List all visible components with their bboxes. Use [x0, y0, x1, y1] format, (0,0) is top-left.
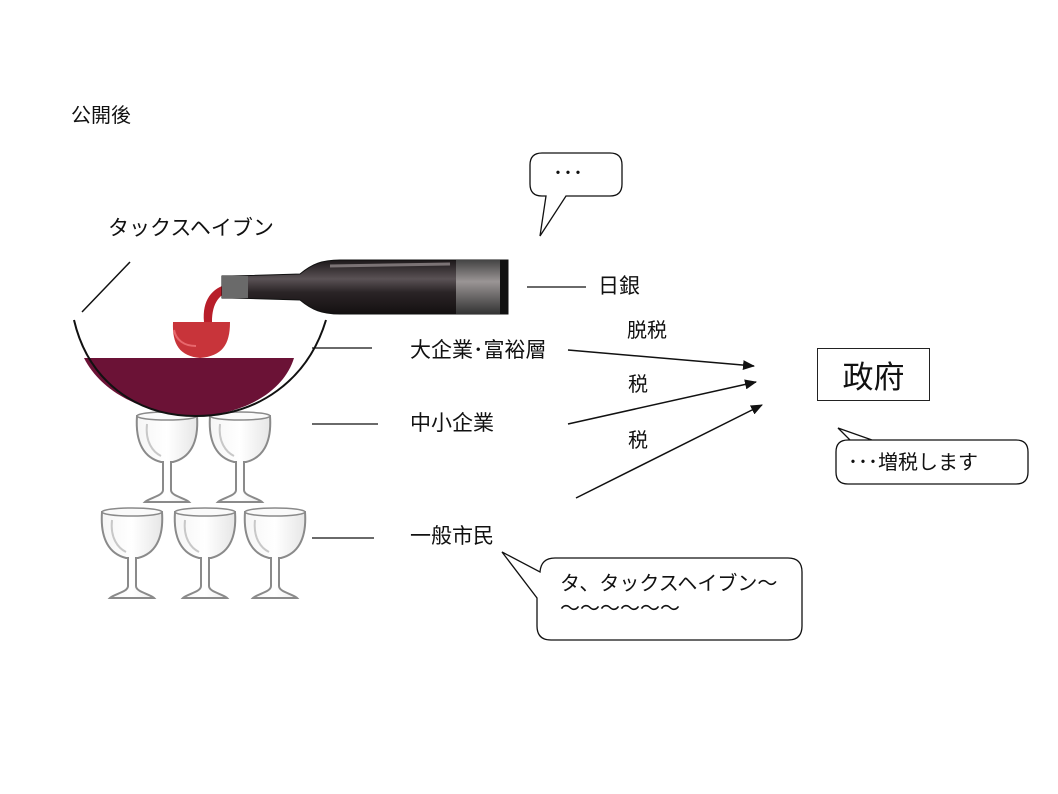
government-box: 政府 — [817, 348, 930, 401]
boj-speech-text: ･･･ — [553, 163, 583, 183]
big-corp-label: 大企業･富裕層 — [410, 340, 547, 361]
boj-label: 日銀 — [598, 276, 640, 297]
tax-sme-label: 税 — [628, 374, 648, 394]
citizens-label: 一般市民 — [410, 526, 494, 547]
wine-glass-icon — [137, 412, 198, 502]
arrow-tax-exempt — [568, 350, 754, 366]
wine-glass-icon — [102, 508, 163, 598]
page-title: 公開後 — [71, 105, 131, 125]
tax-citizens-label: 税 — [628, 430, 648, 450]
citizens-speech-text-line2: ～～～～～～ — [560, 598, 680, 618]
arrow-tax-sme — [568, 382, 756, 424]
tax-haven-pointer-line — [82, 262, 130, 312]
tax-exempt-label: 脱税 — [627, 320, 667, 340]
government-speech-text: ･･･増税します — [848, 452, 978, 472]
government-label: 政府 — [843, 352, 905, 397]
citizens-speech-text-line1: タ、タックスヘイブン～ — [560, 573, 777, 593]
glass-row-bottom — [102, 508, 306, 598]
wine-bottle-icon — [222, 260, 508, 314]
tax-haven-label: タックスヘイブン — [108, 218, 274, 239]
wine-glass-icon — [210, 412, 271, 502]
wine-glass-icon — [245, 508, 306, 598]
arrow-tax-citizens — [576, 405, 762, 498]
wine-glass-icon — [175, 508, 236, 598]
sme-label: 中小企業 — [410, 413, 494, 434]
small-wine-glass — [173, 322, 230, 358]
glass-row-middle — [137, 412, 271, 502]
